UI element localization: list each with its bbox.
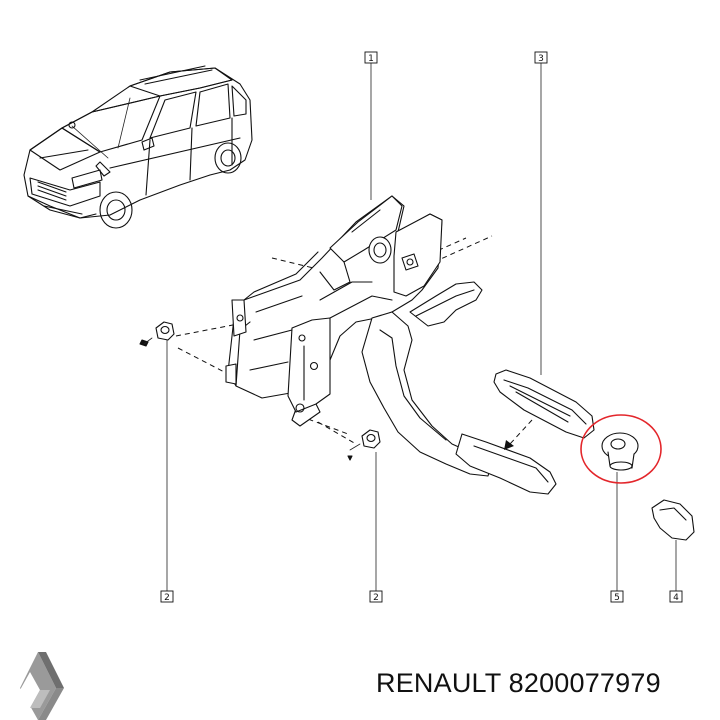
part-number: 8200077979 <box>508 668 661 698</box>
pedal-stop-bumper <box>580 414 662 484</box>
assembly-arrow <box>504 419 533 450</box>
pedal-bracket-assembly <box>225 195 443 427</box>
assembly-dashed-lines <box>175 235 493 445</box>
highlight-circle <box>580 414 662 484</box>
leader-lines <box>166 62 677 591</box>
callout-2-right: 2 <box>369 590 383 603</box>
flange-nut-left <box>139 321 175 347</box>
pedal-arm <box>361 281 557 495</box>
callout-boxes: 1 3 2 2 5 4 <box>160 51 683 603</box>
callout-2-left-label: 2 <box>164 593 170 603</box>
retaining-clip <box>651 499 695 541</box>
flange-nut-right <box>347 429 381 461</box>
callout-2-left: 2 <box>160 590 174 603</box>
callout-4-label: 4 <box>673 593 679 603</box>
brand-name: RENAULT <box>376 668 501 698</box>
pedal-pad <box>493 369 595 439</box>
part-reference: RENAULT 8200077979 <box>376 668 661 699</box>
callout-2-right-label: 2 <box>373 593 379 603</box>
renault-logo <box>20 652 64 720</box>
callout-5-label: 5 <box>614 593 620 603</box>
callout-4: 4 <box>669 590 683 603</box>
callout-3: 3 <box>534 51 548 64</box>
vehicle-locator-illustration <box>23 65 253 229</box>
callout-5: 5 <box>610 590 624 603</box>
callout-1: 1 <box>364 51 378 64</box>
callout-1-label: 1 <box>368 54 374 64</box>
callout-3-label: 3 <box>538 54 544 64</box>
